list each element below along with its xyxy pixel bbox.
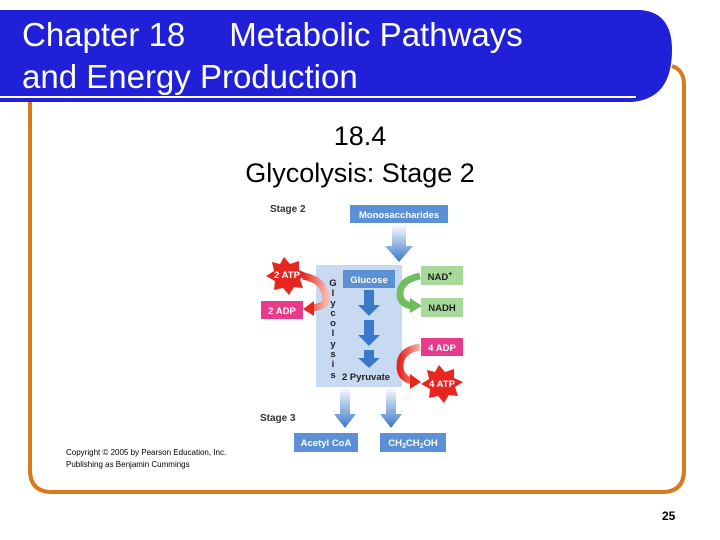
glycolysis-letter: l bbox=[332, 288, 335, 299]
stage-3-label: Stage 3 bbox=[260, 413, 296, 424]
glycolysis-letter: i bbox=[332, 359, 335, 370]
adp-output-box bbox=[261, 301, 303, 319]
adp-to-atp-curve bbox=[396, 343, 421, 385]
nad-to-nadh-arrowhead bbox=[410, 298, 422, 313]
glycolysis-letter: G bbox=[329, 278, 336, 289]
orange-border bbox=[28, 64, 686, 494]
title-chapter: Chapter 18 bbox=[22, 16, 186, 53]
glucose-label: Glucose bbox=[350, 275, 388, 286]
glycolysis-letters: G l y c o l y s i s bbox=[329, 278, 336, 381]
monosaccharides-box bbox=[350, 205, 448, 223]
glucose-box bbox=[343, 270, 395, 288]
nad-box bbox=[421, 266, 463, 285]
ethanol-box bbox=[380, 433, 446, 452]
arrow-glycolysis-2 bbox=[358, 320, 380, 346]
adp-input-label: 4 ADP bbox=[428, 343, 456, 354]
title-topic: Metabolic Pathways bbox=[229, 16, 523, 53]
glycolysis-letter: y bbox=[330, 298, 336, 309]
adp-output-label: 2 ADP bbox=[268, 306, 296, 317]
copyright-line-2: Publishing as Benjamin Cummings bbox=[66, 460, 190, 469]
title-banner bbox=[0, 10, 672, 102]
glycolysis-letter: s bbox=[330, 370, 335, 381]
atp-to-adp-arrowhead bbox=[303, 301, 314, 316]
section-heading: 18.4 Glycolysis: Stage 2 bbox=[150, 118, 570, 192]
slide-title: Chapter 18 Metabolic Pathways and Energy … bbox=[22, 14, 622, 98]
atp-input-label: 2 ATP bbox=[274, 270, 301, 281]
acetyl-coa-label: Acetyl CoA bbox=[301, 438, 352, 449]
glycolysis-letter: c bbox=[330, 308, 335, 319]
atp-output-star bbox=[421, 365, 463, 403]
atp-output-label: 4 ATP bbox=[429, 379, 456, 390]
pyruvate-label: 2 Pyruvate bbox=[342, 372, 390, 383]
section-title: Glycolysis: Stage 2 bbox=[245, 158, 475, 188]
stage-2-label: Stage 2 bbox=[270, 204, 306, 215]
nadh-box bbox=[421, 298, 463, 317]
nad-to-nadh-curve bbox=[396, 272, 421, 310]
ethanol-label: CH3CH2OH bbox=[388, 438, 438, 450]
nad-label: NAD+ bbox=[428, 271, 453, 283]
nadh-label: NADH bbox=[428, 303, 456, 314]
atp-input-star bbox=[266, 257, 308, 295]
adp-to-atp-arrowhead bbox=[410, 374, 421, 389]
glycolysis-letter: y bbox=[330, 339, 336, 350]
arrow-to-glucose bbox=[385, 224, 413, 262]
glycolysis-letter: l bbox=[332, 328, 335, 339]
atp-to-adp-curve bbox=[302, 272, 330, 312]
copyright-notice: Copyright © 2005 by Pearson Education, I… bbox=[66, 447, 226, 471]
glycolysis-letter: s bbox=[330, 349, 335, 360]
arrow-to-ethanol bbox=[380, 387, 402, 428]
title-line-2: and Energy Production bbox=[22, 58, 358, 95]
copyright-line-1: Copyright © 2005 by Pearson Education, I… bbox=[66, 448, 227, 457]
adp-input-box bbox=[421, 338, 463, 356]
section-number: 18.4 bbox=[333, 121, 387, 151]
monosaccharides-label: Monosaccharides bbox=[359, 210, 439, 221]
glycolysis-letter: o bbox=[330, 318, 336, 329]
arrow-glycolysis-1 bbox=[358, 290, 380, 316]
acetyl-coa-box bbox=[294, 433, 358, 452]
page-number: 25 bbox=[662, 509, 676, 523]
arrow-glycolysis-3 bbox=[358, 350, 380, 368]
arrow-to-acetyl-coa bbox=[334, 387, 356, 428]
